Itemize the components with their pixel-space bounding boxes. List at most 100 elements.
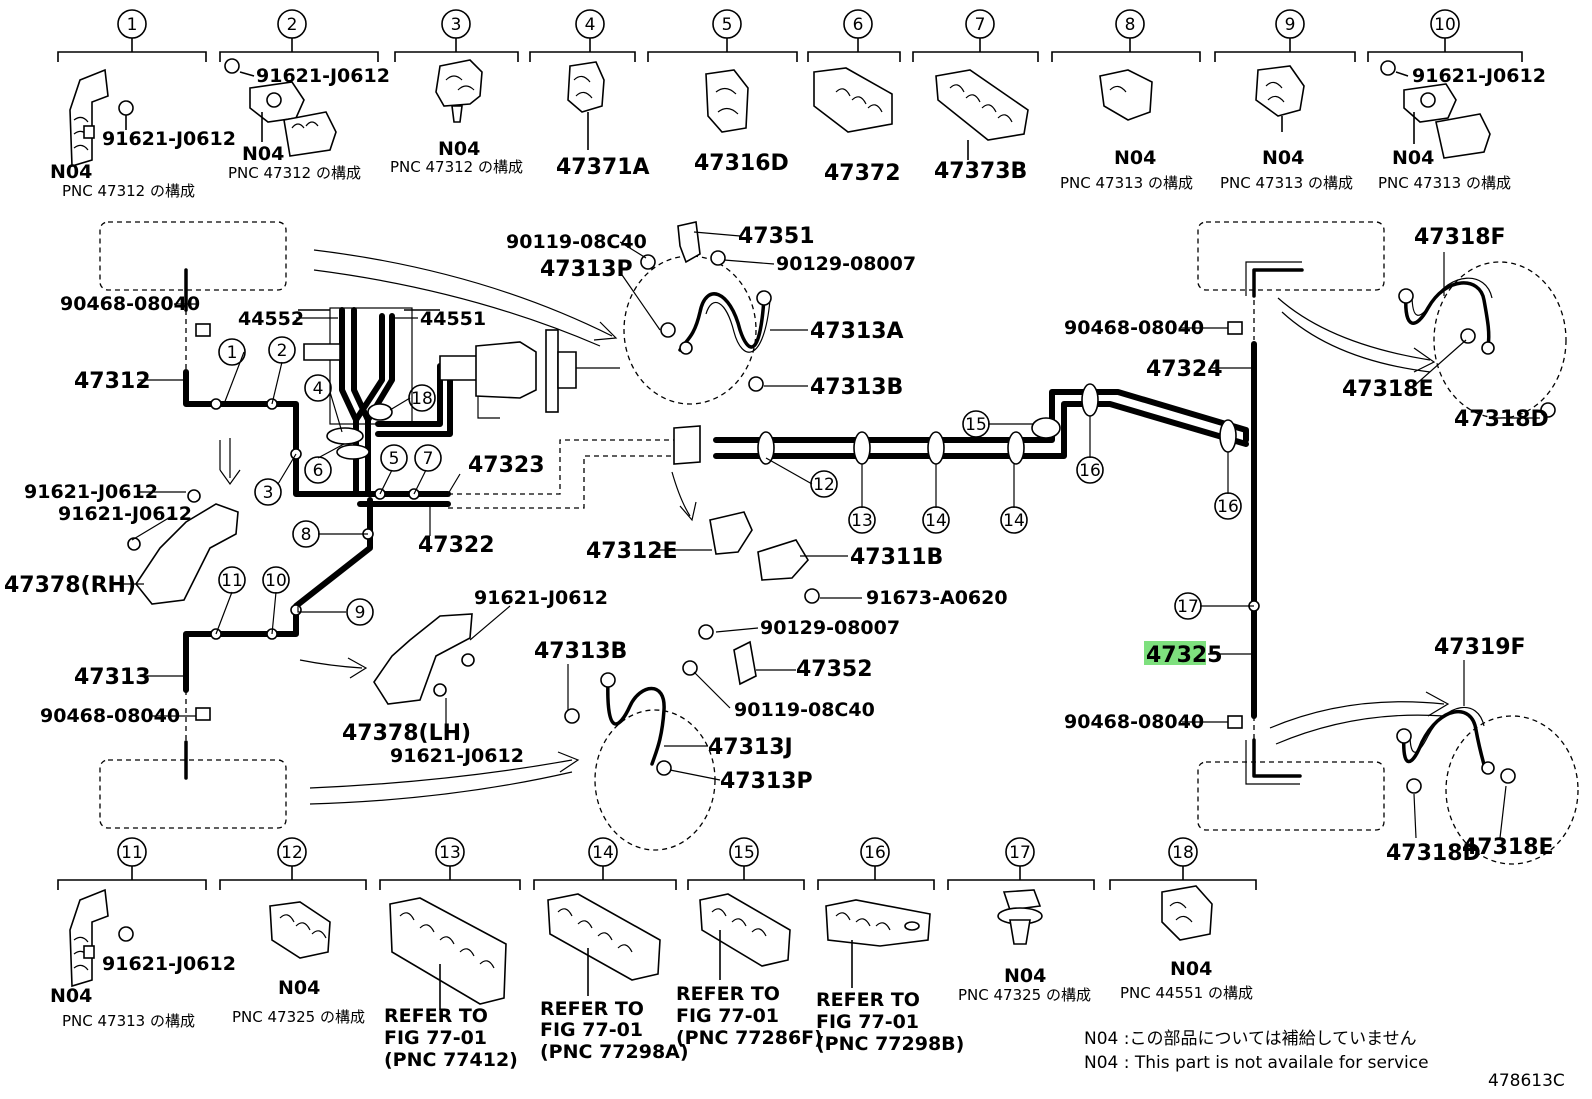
callout-10: 10	[265, 571, 287, 591]
multi-clip-icon	[825, 899, 931, 988]
callout-bottom-13: 13	[439, 843, 461, 863]
part-2-caption: PNC 47312 の構成	[228, 164, 361, 182]
clip-icon	[1255, 65, 1305, 132]
center-pipes	[448, 341, 1260, 719]
label-90468-a: 90468-08040	[60, 293, 200, 315]
inline-callouts: 1 2 3 4 5 7 6 8 9 10 11 18 12 13 14 14 1…	[215, 336, 1254, 635]
clamp-bracket-icon	[1380, 60, 1491, 159]
part-11-bolt: 91621-J0612	[102, 953, 236, 975]
bottom-parts: 91621-J0612 N04 PNC 47313 の構成 N04 PNC 47…	[50, 885, 1253, 1071]
part-17-note: N04	[1004, 965, 1046, 987]
front-hose-lower	[564, 624, 757, 776]
part-13-ref-3: (PNC 77412)	[384, 1049, 518, 1071]
note-japanese: N04 :この部品については補給していません	[1084, 1029, 1417, 1049]
part-8-caption: PNC 47313 の構成	[1060, 174, 1193, 192]
part-5-code: 47316D	[694, 151, 789, 176]
callout-top-4: 4	[585, 15, 596, 35]
label-47325[interactable]: 47325	[1146, 643, 1223, 668]
part-2-note: N04	[242, 143, 284, 165]
callout-bottom-18: 18	[1172, 843, 1194, 863]
callout-bottom-15: 15	[733, 843, 755, 863]
label-90468-d: 90468-08040	[1064, 711, 1204, 733]
brake-bracket-rh	[127, 489, 239, 605]
multi-clip-icon	[699, 893, 791, 980]
part-18-note: N04	[1170, 958, 1212, 980]
part-10-note: N04	[1392, 147, 1434, 169]
figure-id: 478613C	[1488, 1071, 1565, 1091]
brake-bracket-lh	[373, 613, 475, 705]
label-47318f: 47318F	[1414, 225, 1506, 250]
part-8-note: N04	[1114, 147, 1156, 169]
part-10-caption: PNC 47313 の構成	[1378, 174, 1511, 192]
part-1-caption: PNC 47312 の構成	[62, 182, 195, 200]
top-callout-row: 1 2 3 4 5 6 7 8 9 10	[57, 9, 1523, 62]
label-47313p-a: 47313P	[540, 257, 633, 282]
callout-15: 15	[965, 415, 987, 435]
label-47318e-b: 47318E	[1462, 835, 1554, 860]
direction-arrows	[219, 249, 1450, 805]
callout-9: 9	[355, 603, 366, 623]
callout-7: 7	[423, 449, 434, 469]
callout-bottom-14: 14	[592, 843, 614, 863]
label-90119-a: 90119-08C40	[506, 231, 647, 253]
callout-16b: 16	[1217, 497, 1239, 517]
label-91621-a: 91621-J0612	[24, 481, 158, 503]
label-90129-b: 90129-08007	[760, 617, 900, 639]
part-labels: 90468-08040 47312 44552 44551 91621-J061…	[4, 224, 1554, 866]
callout-bottom-16: 16	[864, 843, 886, 863]
part-12-caption: PNC 47325 の構成	[232, 1008, 365, 1026]
callout-2: 2	[277, 341, 288, 361]
label-91621-b: 91621-J0612	[58, 503, 192, 525]
part-3-caption: PNC 47312 の構成	[390, 158, 523, 176]
part-7-code: 47373B	[934, 159, 1027, 184]
callout-1: 1	[227, 343, 238, 363]
callout-bottom-11: 11	[121, 843, 143, 863]
multi-clip-icon	[935, 69, 1029, 160]
callout-top-8: 8	[1125, 15, 1136, 35]
part-2-bolt: 91621-J0612	[256, 65, 390, 87]
part-14-ref-3: (PNC 77298A)	[540, 1041, 689, 1063]
callout-bottom-12: 12	[281, 843, 303, 863]
clip-icon	[1161, 885, 1213, 941]
part-13-ref-1: REFER TO	[384, 1005, 488, 1027]
callout-16a: 16	[1079, 461, 1101, 481]
part-6-code: 47372	[824, 161, 901, 186]
highlight-47325	[1144, 641, 1206, 665]
footnotes: N04 :この部品については補給していません N04 : This part i…	[1084, 1029, 1565, 1091]
part-9-caption: PNC 47313 の構成	[1220, 174, 1353, 192]
label-91621-c: 91621-J0612	[474, 587, 608, 609]
label-47352: 47352	[796, 657, 873, 682]
part-11-note: N04	[50, 985, 92, 1007]
callout-8: 8	[301, 525, 312, 545]
callout-top-5: 5	[722, 15, 733, 35]
multi-clip-icon	[813, 67, 893, 133]
callout-top-1: 1	[127, 15, 138, 35]
part-15-ref-2: FIG 77-01	[676, 1005, 779, 1027]
label-47313b-b: 47313B	[534, 639, 627, 664]
label-90468-b: 90468-08040	[40, 705, 180, 727]
callout-6: 6	[313, 461, 324, 481]
label-91673: 91673-A0620	[866, 587, 1008, 609]
part-1-note: N04	[50, 161, 92, 183]
clip-icon	[435, 59, 483, 123]
callout-18: 18	[411, 389, 433, 409]
part-16-ref-3: (PNC 77298B)	[816, 1033, 964, 1055]
callout-bottom-17: 17	[1009, 843, 1031, 863]
label-47313: 47313	[74, 665, 151, 690]
rear-pipe-ends	[1227, 261, 1304, 785]
label-47312: 47312	[74, 369, 151, 394]
label-47351: 47351	[738, 224, 815, 249]
label-47312e: 47312E	[586, 539, 678, 564]
label-47324: 47324	[1146, 357, 1223, 382]
label-47313b-a: 47313B	[810, 375, 903, 400]
label-90129-a: 90129-08007	[776, 253, 916, 275]
bottom-callout-row: 11 12 13 14 15 16 17 18	[57, 837, 1257, 890]
label-47378-lh: 47378(LH)	[342, 721, 471, 746]
label-47319f: 47319F	[1434, 635, 1526, 660]
callout-4: 4	[313, 379, 324, 399]
multi-clip-icon	[547, 893, 661, 996]
clamp-bracket-icon	[224, 58, 337, 157]
label-47311b: 47311B	[850, 545, 943, 570]
front-hose-upper	[640, 221, 772, 392]
label-47318e-a: 47318E	[1342, 377, 1434, 402]
